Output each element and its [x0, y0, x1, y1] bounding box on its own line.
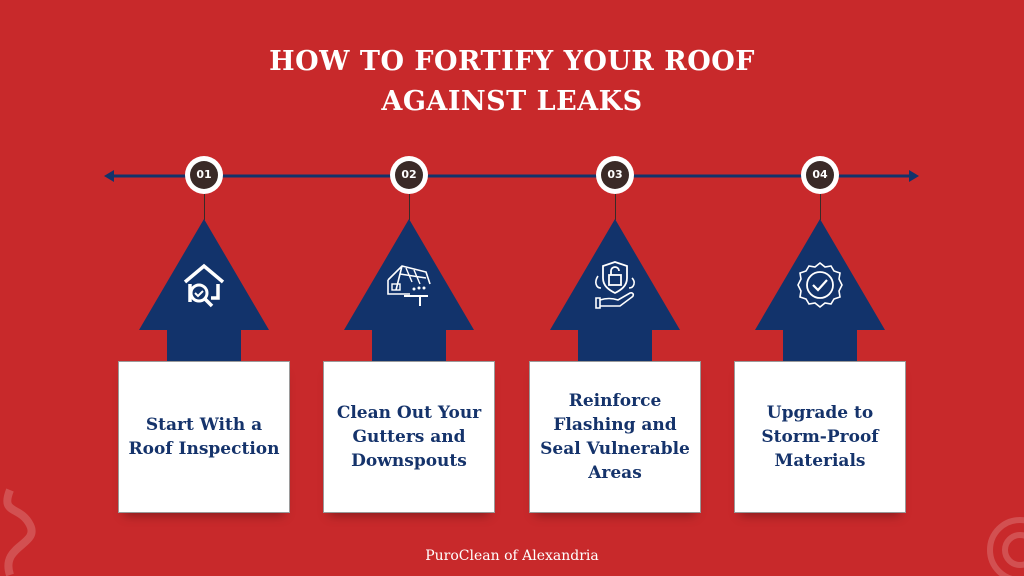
badge-check-icon: [797, 261, 843, 309]
footer-brand: PuroClean of Alexandria: [425, 548, 599, 564]
arrowhead-left-icon: [104, 170, 114, 182]
connector-line: [615, 194, 616, 220]
timeline-line: [104, 170, 919, 182]
step-4: 04 Upgrade to Storm-Proof Materials: [734, 0, 906, 576]
step-number-badge: 04: [801, 156, 839, 194]
house-inspection-icon: [183, 263, 225, 308]
connector-line: [820, 194, 821, 220]
step-2: 02 Clean Out Your Gutters and Downspouts: [323, 0, 495, 576]
page-title: HOW TO FORTIFY YOUR ROOF AGAINST LEAKS: [0, 42, 1024, 122]
up-arrow-shape: [755, 219, 885, 362]
title-line-2: AGAINST LEAKS: [381, 86, 643, 117]
step-card: Upgrade to Storm-Proof Materials: [734, 361, 906, 513]
step-number-badge: 01: [185, 156, 223, 194]
connector-line: [204, 194, 205, 220]
shield-lock-hand-icon: [595, 261, 635, 309]
arrowhead-right-icon: [909, 170, 919, 182]
corner-decoration-left: [3, 488, 36, 576]
step-card: Clean Out Your Gutters and Downspouts: [323, 361, 495, 513]
step-number-badge: 03: [596, 156, 634, 194]
title-line-1: HOW TO FORTIFY YOUR ROOF: [269, 46, 755, 77]
step-1: 01 Start With a Roof Inspection: [118, 0, 290, 576]
connector-line: [409, 194, 410, 220]
step-card: Reinforce Flashing and Seal Vulnerable A…: [529, 361, 701, 513]
step-label: Reinforce Flashing and Seal Vulnerable A…: [540, 391, 690, 483]
up-arrow-shape: [550, 219, 680, 362]
step-number-badge: 02: [390, 156, 428, 194]
corner-decoration-right: [987, 517, 1024, 576]
step-label: Upgrade to Storm-Proof Materials: [761, 403, 879, 471]
step-label: Start With a Roof Inspection: [128, 415, 280, 459]
up-arrow-shape: [344, 219, 474, 362]
step-label: Clean Out Your Gutters and Downspouts: [336, 403, 482, 471]
step-card: Start With a Roof Inspection: [118, 361, 290, 513]
step-3: 03 Reinforce Flashing and Seal Vulnerabl…: [529, 0, 701, 576]
roof-gutter-rain-icon: [387, 265, 431, 306]
